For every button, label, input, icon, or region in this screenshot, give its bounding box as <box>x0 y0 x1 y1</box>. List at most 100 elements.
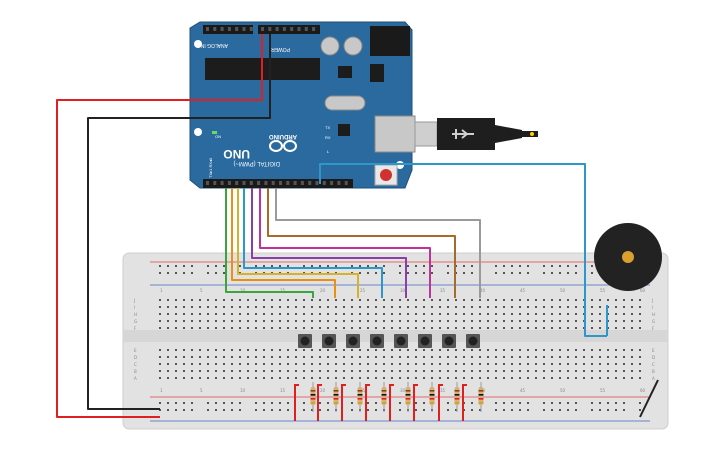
wire-yellow <box>237 188 359 298</box>
row-letter: A <box>652 376 655 381</box>
wire-green <box>225 188 314 298</box>
column-number: 1 <box>160 288 163 293</box>
row-letter: C <box>652 362 655 367</box>
reset-button[interactable] <box>380 169 392 181</box>
jumper-red <box>389 384 394 421</box>
wire-buzzer-signal <box>319 163 607 337</box>
jumper-red <box>341 384 346 421</box>
row-letter: H <box>652 312 655 317</box>
push-button[interactable] <box>322 334 336 348</box>
row-letter: I <box>652 305 653 310</box>
push-button[interactable] <box>298 334 312 348</box>
column-number: 5 <box>200 388 203 393</box>
column-number: 45 <box>520 288 526 293</box>
row-letter: B <box>652 369 655 374</box>
resistor <box>333 382 339 412</box>
column-number: 50 <box>560 288 566 293</box>
arduino-logo-icon <box>269 140 297 152</box>
row-letter: F <box>134 326 137 331</box>
push-button[interactable] <box>394 334 408 348</box>
row-letter: A <box>134 376 137 381</box>
resistor <box>478 382 484 412</box>
buzzer-icon[interactable] <box>594 223 662 291</box>
jumper-red <box>317 384 322 421</box>
row-letter: J <box>133 298 135 303</box>
column-number: 15 <box>280 288 286 293</box>
usb-port <box>374 115 416 153</box>
push-button[interactable] <box>346 334 360 348</box>
column-number: 30 <box>400 388 406 393</box>
digital-header <box>203 179 353 188</box>
wire-brown <box>267 188 456 298</box>
analog-in-label: ANALOG IN <box>200 42 228 48</box>
row-letter: F <box>652 326 655 331</box>
wire-magenta <box>259 188 431 298</box>
row-letter: G <box>134 319 137 324</box>
resistor <box>381 382 387 412</box>
dc-jack <box>370 26 410 56</box>
row-letter: G <box>652 319 655 324</box>
resistor <box>429 382 435 412</box>
jumper-red <box>413 384 418 421</box>
digital-pwm-label: DIGITAL (PWM~) <box>233 160 280 166</box>
column-number: 50 <box>560 388 566 393</box>
wire-5v <box>56 34 263 418</box>
push-buttons[interactable] <box>298 334 480 348</box>
row-letter: B <box>134 369 137 374</box>
column-number: 20 <box>320 388 326 393</box>
column-number: 35 <box>440 288 446 293</box>
column-number: 30 <box>400 288 406 293</box>
txrx-pin-label: TX▸1 RX◂0 <box>208 157 213 178</box>
push-button[interactable] <box>442 334 456 348</box>
column-number: 60 <box>640 288 646 293</box>
column-number: 40 <box>480 288 486 293</box>
column-number: 55 <box>600 388 606 393</box>
resistor <box>357 382 363 412</box>
power-header <box>258 25 320 34</box>
row-letter: C <box>134 362 137 367</box>
resistors <box>294 382 484 421</box>
column-number: 10 <box>240 388 246 393</box>
row-letter: J <box>651 298 653 303</box>
column-number: 25 <box>360 388 366 393</box>
column-number: 45 <box>520 388 526 393</box>
jumper-red <box>294 384 299 421</box>
push-button[interactable] <box>418 334 432 348</box>
column-number: 55 <box>600 288 606 293</box>
resistor <box>310 382 316 412</box>
wire-purple <box>251 188 407 298</box>
column-number: 25 <box>360 288 366 293</box>
tx-led-label: TX <box>325 125 330 130</box>
push-button[interactable] <box>466 334 480 348</box>
uno-label: UNO <box>223 147 250 161</box>
on-led-label: ON <box>215 134 221 139</box>
arduino-wordmark: ARDUINO <box>269 133 297 139</box>
resistor <box>405 382 411 412</box>
breadboard-column-numbers: 1155101015152020252530303535404045455050… <box>160 288 646 393</box>
l-led-label: L <box>327 149 330 154</box>
row-letter: D <box>134 355 137 360</box>
wire-gnd <box>87 34 271 410</box>
column-number: 20 <box>320 288 326 293</box>
on-led <box>212 131 217 134</box>
row-letter: E <box>652 348 655 353</box>
jumper-red <box>438 384 443 421</box>
usb-cable-icon <box>414 118 538 150</box>
row-letter: H <box>134 312 137 317</box>
column-number: 35 <box>440 388 446 393</box>
column-number: 15 <box>280 388 286 393</box>
push-button[interactable] <box>370 334 384 348</box>
column-number: 1 <box>160 388 163 393</box>
row-letter: E <box>134 348 137 353</box>
column-number: 60 <box>640 388 646 393</box>
wires <box>56 34 659 418</box>
jumper-red <box>365 384 370 421</box>
row-letter: D <box>652 355 655 360</box>
wire-blue <box>243 188 383 298</box>
resistor <box>454 382 460 412</box>
wire-buzzer-gnd <box>639 379 659 418</box>
column-number: 10 <box>240 288 246 293</box>
jumper-red <box>462 384 467 421</box>
